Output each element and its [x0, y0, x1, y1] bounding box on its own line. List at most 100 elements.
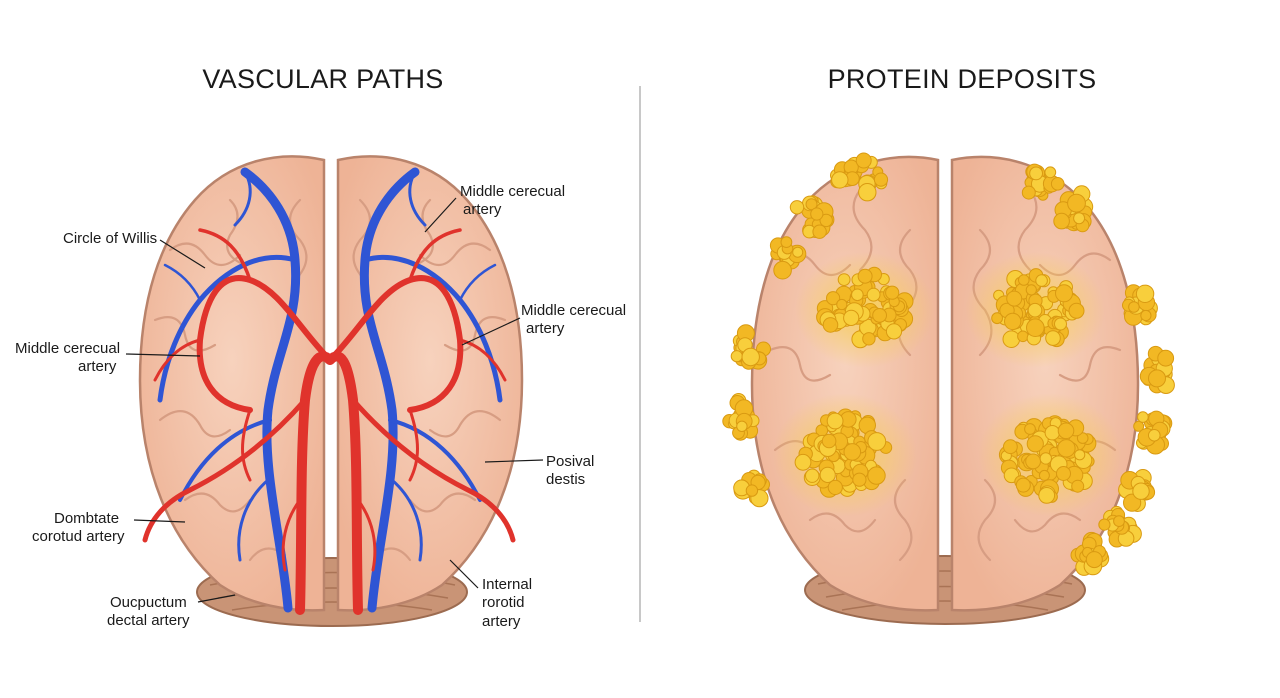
deposit-globule [1128, 301, 1140, 313]
deposit-globule [1004, 312, 1022, 331]
panel-title-protein: PROTEIN DEPOSITS [827, 64, 1097, 94]
label-oucpuctum-1: Oucpuctum [110, 594, 187, 611]
deposit-globule [1056, 466, 1071, 481]
deposit-globule [773, 260, 792, 280]
deposit-globule [1029, 166, 1043, 181]
deposit-globule [858, 183, 877, 202]
deposit-globule [1025, 284, 1037, 296]
deposit-globule [1113, 515, 1125, 527]
vein-network [157, 167, 503, 613]
deposit-globule [1039, 452, 1053, 465]
deposit-globule [826, 291, 841, 306]
deposit-globule [741, 347, 760, 367]
deposit-globule [857, 268, 873, 284]
deposit-globule [1038, 487, 1056, 504]
deposit-globule [1071, 479, 1085, 493]
deposit-globule [852, 472, 867, 487]
deposit-globule [1098, 518, 1111, 531]
protein-deposits [722, 152, 1175, 576]
deposit-globule [819, 213, 833, 228]
deposit-globule [1067, 193, 1086, 213]
deposit-globule [1132, 482, 1150, 500]
deposit-globule [1074, 449, 1086, 461]
deposit-globule [1148, 429, 1161, 442]
deposit-globule [1157, 349, 1175, 367]
deposit-globule [1053, 212, 1070, 230]
deposit-globule [885, 285, 900, 300]
deposit-globule [1018, 274, 1030, 286]
label-middle-top-2: artery [463, 201, 502, 218]
deposit-globule [1085, 551, 1103, 569]
left-hemisphere-r [336, 155, 524, 612]
deposit-globule [1148, 369, 1166, 388]
deposit-globule [867, 432, 887, 451]
deposit-globule [837, 273, 851, 287]
deposit-globule [826, 412, 844, 430]
deposit-globule [745, 484, 759, 497]
deposit-globule [1024, 423, 1036, 435]
deposit-globule [1026, 435, 1044, 453]
label-middle-top-1: Middle cerecual [460, 183, 565, 200]
deposit-globule [843, 443, 862, 461]
deposit-globule [1027, 302, 1043, 318]
deposit-globule [1140, 309, 1152, 322]
deposit-globule [1026, 318, 1045, 338]
deposit-globule [1003, 439, 1018, 455]
deposit-globule [1044, 425, 1061, 441]
deposit-globule [1135, 284, 1155, 303]
label-internal-3: artery [482, 613, 521, 630]
deposit-globule [1068, 302, 1085, 319]
deposit-globule [1015, 477, 1031, 493]
deposit-globule [831, 171, 849, 189]
deposit-globule [1073, 212, 1086, 225]
deposit-globule [873, 172, 889, 187]
deposit-globule [810, 207, 824, 221]
deposit-globule [866, 287, 881, 302]
deposit-globule [780, 236, 793, 249]
deposit-globule [855, 152, 872, 169]
deposit-globule [1044, 166, 1057, 179]
deposit-globule [812, 224, 827, 239]
artery-network [142, 228, 516, 615]
label-middle-left-1: Middle cerecual [15, 340, 120, 357]
label-dombtate-2: corotud artery [32, 528, 125, 545]
label-internal-2: rorotid [482, 594, 525, 611]
deposit-globule [1076, 432, 1089, 444]
deposit-globule [1017, 330, 1029, 343]
label-circle-of-willis: Circle of Willis [63, 230, 157, 247]
deposit-globule [794, 453, 812, 471]
panel-title-vascular: VASCULAR PATHS [202, 64, 444, 94]
deposit-globule [851, 288, 864, 302]
label-middle-left-2: artery [78, 358, 117, 375]
deposit-globule [819, 466, 836, 483]
deposit-globule [862, 332, 876, 346]
right-brain [722, 152, 1175, 625]
deposit-globule [736, 420, 748, 432]
deposit-globule [1137, 411, 1149, 423]
left-hemisphere-l [138, 155, 326, 612]
deposit-globule [843, 309, 860, 326]
deposit-globule [1038, 469, 1050, 481]
deposit-globule [885, 323, 903, 340]
deposit-globule [1025, 453, 1041, 470]
deposit-globule [821, 433, 837, 449]
deposit-globule [1021, 185, 1036, 200]
label-middle-right-2: artery [526, 320, 565, 337]
deposit-globule [822, 317, 839, 333]
deposit-globule [872, 308, 887, 323]
panel-divider [639, 86, 641, 622]
label-posival-1: Posival [546, 453, 594, 470]
deposit-globule [805, 198, 818, 211]
deposit-globule [1035, 274, 1048, 287]
deposit-globule [1050, 177, 1065, 191]
deposit-globule [1045, 330, 1061, 346]
label-posival-2: destis [546, 471, 585, 488]
deposit-globule [991, 312, 1003, 325]
left-brain: Circle of Willis Middle cerecual artery … [15, 155, 626, 630]
deposit-globule [1002, 330, 1021, 349]
deposit-globule [836, 298, 848, 311]
deposit-globule [1006, 290, 1023, 307]
deposit-globule [1057, 422, 1075, 440]
deposit-globule [1133, 420, 1145, 432]
